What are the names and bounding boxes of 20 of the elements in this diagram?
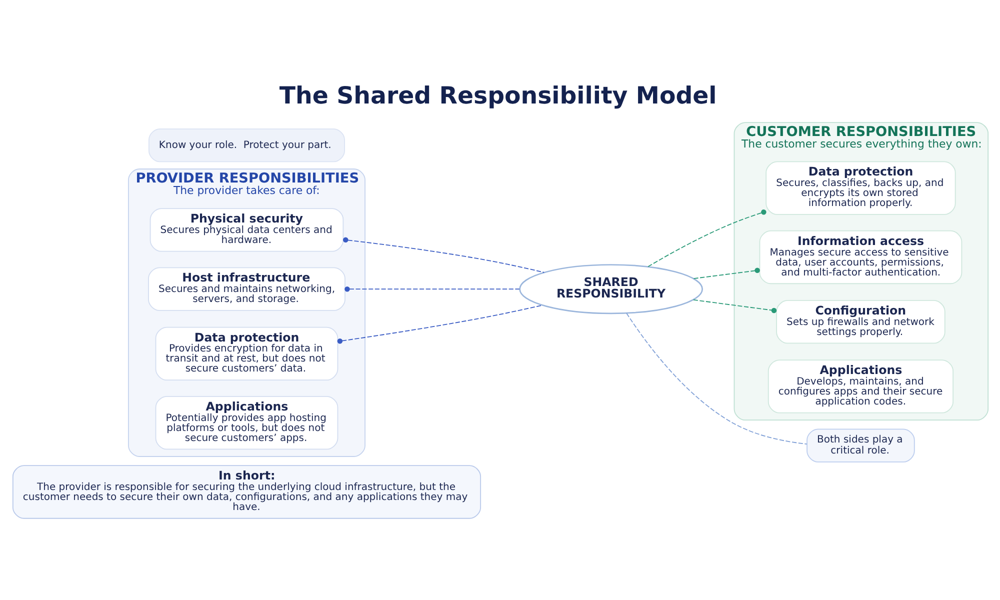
connector: [626, 312, 807, 444]
connector: [692, 299, 776, 314]
node-box: Physical security Secures physical data centers and hardware.: [149, 208, 344, 252]
node-box: In short: The provider is responsible for securing the underlying cloud infrastructure, but the customer needs to secure their own data, configurations, and any applications they may have.: [12, 465, 481, 519]
node-box: Applications Potentially provides app hosting platforms or tools, but does not secure customers’ apps.: [154, 396, 338, 450]
node-box: Both sides play a critical role.: [806, 428, 914, 462]
node-box: Applications Develops, maintains, and configures apps and their secure application codes.: [767, 360, 954, 414]
connector: [692, 268, 760, 280]
connector: [342, 237, 544, 273]
node-box: Information access Manages secure access to sensitive data, user accounts, permissions, and multi-factor authentication.: [758, 230, 962, 284]
diagram-title: The Shared Responsibility Model: [278, 81, 716, 110]
node-box: Host infrastructure Secures and maintains networking, servers, and storage.: [148, 267, 345, 311]
node-ellipse: SHARED RESPONSIBILITY: [518, 264, 702, 314]
node-box: Know your role. Protect your part.: [148, 128, 344, 162]
connector: [336, 304, 542, 344]
node-box: Data protection Secures, classifies, backs up, and encrypts its own stored information properly.: [765, 161, 956, 215]
node-box: Configuration Sets up firewalls and network settings properly.: [776, 300, 945, 344]
connector: [344, 286, 520, 292]
connector: [647, 209, 766, 268]
node-box: Data protection Provides encryption for data in transit and at rest, but does not secure customers’ data.: [154, 326, 338, 381]
